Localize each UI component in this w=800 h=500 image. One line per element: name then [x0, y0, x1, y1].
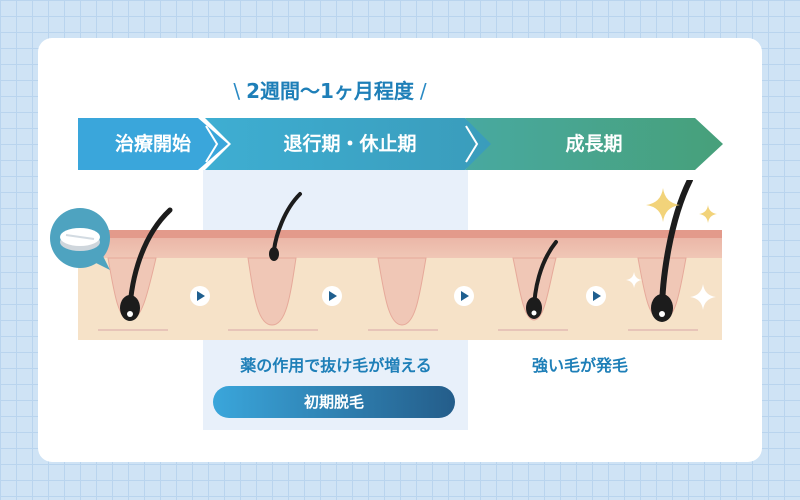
sparkle-icon	[626, 272, 642, 288]
growth-caption: 強い毛が発毛	[531, 356, 628, 375]
follicle-2	[247, 257, 297, 326]
skin-cross-section	[78, 180, 722, 340]
sparkle-icon	[646, 188, 680, 222]
skin-surface-line	[78, 230, 722, 238]
play-arrow-icon	[586, 286, 606, 306]
hair-4-new	[526, 240, 558, 319]
play-arrow-icon	[190, 286, 210, 306]
pill-icon	[50, 208, 110, 270]
duration-label: \2週間〜1ヶ月程度/	[205, 76, 455, 106]
follicle-3	[377, 257, 427, 326]
hair-5-strong	[651, 180, 693, 322]
sparkle-icon	[690, 284, 716, 310]
chevron-separator-2	[465, 125, 479, 163]
sparkle-icon	[699, 205, 717, 223]
stage-anagen: 成長期	[465, 118, 723, 170]
stage-label-anagen: 成長期	[565, 133, 623, 155]
duration-text: 2週間〜1ヶ月程度	[246, 79, 414, 103]
chevron-separator-1	[205, 125, 219, 163]
stage-label-treatment-start: 治療開始	[114, 133, 191, 155]
stage-label-catagen-telogen: 退行期・休止期	[283, 133, 417, 155]
play-arrow-icon	[454, 286, 474, 306]
hair-1	[120, 207, 173, 321]
duration-slash-left: \	[233, 79, 241, 103]
hair-2-resting	[269, 192, 302, 261]
stage-catagen-telogen: 退行期・休止期	[205, 118, 495, 170]
shedding-caption: 薬の作用で抜け毛が増える	[240, 356, 432, 375]
duration-slash-right: /	[419, 79, 427, 103]
play-arrow-icon	[322, 286, 342, 306]
initial-shedding-badge: 初期脱毛	[213, 386, 455, 418]
stage-treatment-start: 治療開始	[78, 118, 228, 170]
